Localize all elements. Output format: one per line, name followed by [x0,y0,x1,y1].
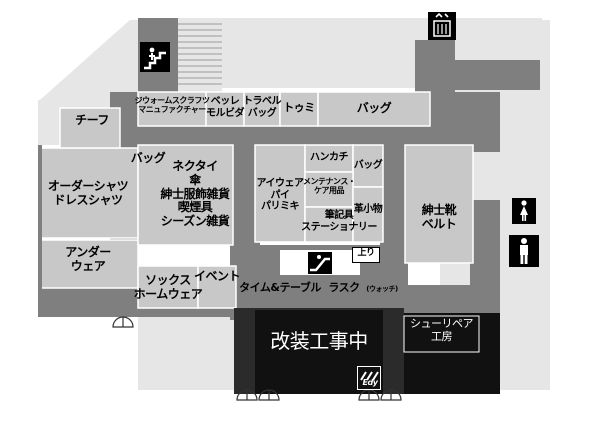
shop-shoe-repair[interactable]: シューリペア 工房 [410,317,474,343]
escalator-label: 上り [352,247,380,263]
shop-underwear[interactable]: アンダー ウェア [65,245,111,273]
shop-bag-small[interactable]: バッグ [353,160,383,171]
shop-necktie[interactable]: ネクタイ 傘 紳士服飾雑貨 喫煙具 シーズン雑貨 [160,159,230,229]
shop-leather[interactable]: 革小物 [353,204,383,215]
outer-bottom-right2 [500,290,550,390]
shop-stationery[interactable]: 筆記具 ステーショナリー [301,210,377,233]
stairs-icon [140,42,170,72]
shop-eyewear[interactable]: アイウェア パイ パリミキ [256,178,305,212]
shop-travel[interactable]: トラベル バッグ [243,96,282,119]
elevator-icon [428,12,456,40]
shop-event[interactable]: イベント [194,269,241,283]
shop-jewelry[interactable]: ジウォームスクラフツ マニュファクチャー [134,96,210,115]
shop-handkerchief[interactable]: ハンカチ [310,152,349,163]
shop-bag-left[interactable]: バッグ [130,151,166,165]
male-toilet-icon [509,235,539,267]
stair-area [178,18,222,92]
edy-logo-icon: Edy [357,366,381,390]
shop-bag-top[interactable]: バッグ [356,101,392,115]
female-toilet-icon [512,198,536,224]
door-icon [236,385,280,405]
shop-tumi[interactable]: トゥミ [283,101,315,114]
shop-maintenance[interactable]: メンテナンス・ ケア用品 [303,177,356,196]
shop-time-table[interactable]: タイム&テーブル [239,281,321,294]
shop-lasuku[interactable]: ラスク [328,281,360,294]
shop-socks[interactable]: ソックス ホームウェア [133,273,203,301]
shop-shoes-belt[interactable]: 紳士靴 ベルト [421,203,457,231]
edy-label: Edy [362,378,378,387]
door-icon [112,313,134,332]
outer-bottom-left [138,310,234,390]
door-icon [358,385,402,405]
repair-label-box [403,315,480,353]
shop-order-shirts[interactable]: オーダーシャツ ドレスシャツ [47,179,129,207]
left-dark-block [38,145,42,290]
shop-bessel[interactable]: ベッレ モルビダ [206,96,245,119]
renovation-label: 改装工事中 [270,329,368,353]
shop-lasuku-sub: (ウォッチ) [366,285,398,293]
shop-chief[interactable]: チーフ [75,113,109,127]
escalator-icon [308,252,332,274]
